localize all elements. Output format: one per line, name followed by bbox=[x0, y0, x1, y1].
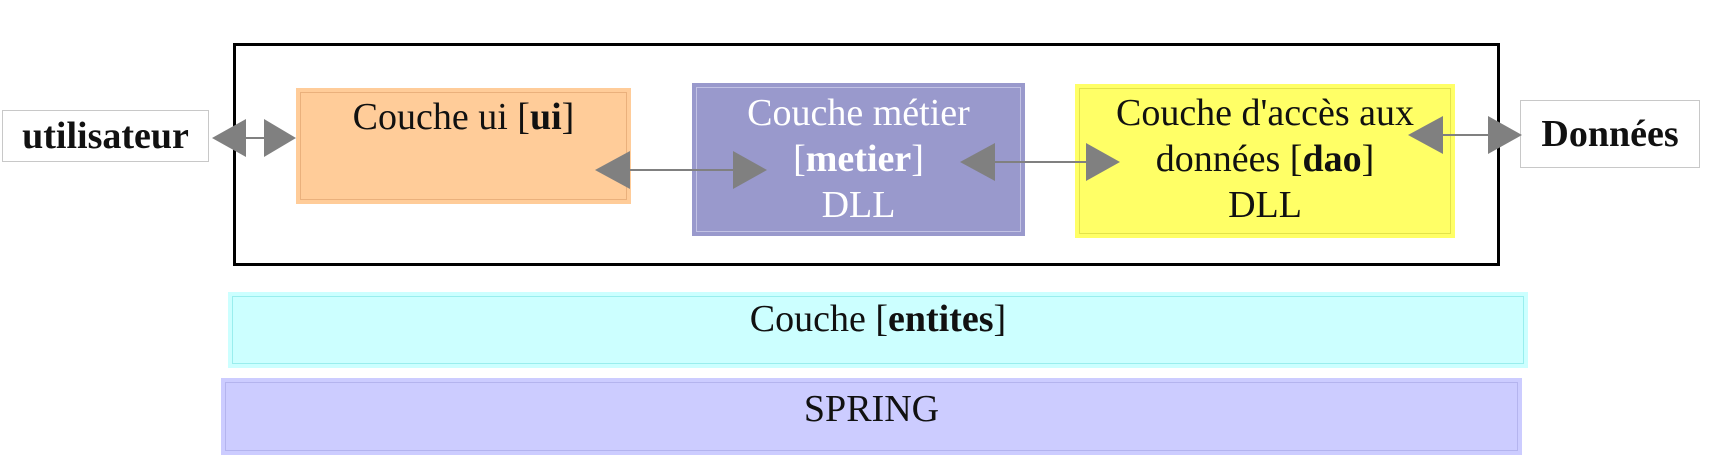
ui-metier-connector bbox=[595, 151, 767, 189]
metier-dao-connector bbox=[960, 143, 1120, 181]
ui-layer-name: ui bbox=[529, 96, 562, 138]
metier-layer-name: metier bbox=[805, 138, 912, 180]
dao-data-arrowhead-right bbox=[1488, 116, 1522, 154]
metier-dao-arrowhead-right bbox=[1086, 143, 1120, 181]
entites-layer-suffix: ] bbox=[993, 298, 1007, 340]
metier-layer-title: Couche métier bbox=[747, 92, 970, 134]
dao-layer-title: Couche d'accès aux bbox=[1115, 92, 1415, 134]
ui-layer-label: Couche ui [ui] bbox=[296, 94, 631, 140]
dao-layer-name: dao bbox=[1302, 138, 1362, 180]
entites-layer-prefix: Couche [ bbox=[749, 298, 889, 340]
metier-layer-close-bracket: ] bbox=[911, 138, 924, 180]
dao-layer-kind: DLL bbox=[1228, 184, 1302, 226]
entites-layer-label: Couche [entites] bbox=[228, 296, 1528, 342]
dao-data-arrowhead-left bbox=[1408, 116, 1443, 154]
metier-layer-name-line: [metier] bbox=[692, 136, 1025, 182]
user-ui-arrowhead-right bbox=[264, 119, 296, 157]
user-ui-arrowhead-left bbox=[212, 119, 246, 157]
entites-layer-box: Couche [entites] bbox=[228, 292, 1528, 368]
ui-layer-prefix: Couche ui [ bbox=[352, 96, 530, 138]
metier-layer-open-bracket: [ bbox=[793, 138, 806, 180]
data-label: Données bbox=[1541, 113, 1679, 155]
dao-layer-prefix: données [ bbox=[1155, 138, 1303, 180]
ui-metier-arrowhead-left bbox=[595, 151, 630, 189]
dao-layer-name-line: données [dao] bbox=[1075, 136, 1455, 182]
ui-layer-suffix: ] bbox=[561, 96, 575, 138]
user-label: utilisateur bbox=[22, 115, 189, 157]
dao-layer-box: Couche d'accès aux données [dao] DLL bbox=[1075, 84, 1455, 238]
user-ui-connector bbox=[212, 119, 296, 157]
entites-layer-inner-border bbox=[232, 296, 1524, 364]
entites-layer-name: entites bbox=[888, 298, 994, 340]
ui-layer-inner-border bbox=[300, 92, 627, 200]
metier-dao-arrowhead-left bbox=[960, 143, 995, 181]
metier-layer-label: Couche métier [metier] DLL bbox=[692, 90, 1025, 228]
user-box: utilisateur bbox=[2, 110, 209, 162]
data-box: Données bbox=[1520, 100, 1700, 168]
dao-layer-suffix: ] bbox=[1361, 138, 1375, 180]
metier-layer-inner-border bbox=[696, 87, 1021, 232]
spring-layer-inner-border bbox=[225, 382, 1518, 451]
dao-layer-label: Couche d'accès aux données [dao] DLL bbox=[1075, 90, 1455, 228]
dao-data-connector bbox=[1408, 116, 1522, 154]
ui-metier-arrowhead-right bbox=[733, 151, 767, 189]
ui-layer-box: Couche ui [ui] bbox=[296, 88, 631, 204]
spring-layer-label: SPRING bbox=[803, 388, 940, 430]
spring-layer-box: SPRING bbox=[221, 378, 1522, 455]
metier-layer-kind: DLL bbox=[821, 184, 896, 226]
